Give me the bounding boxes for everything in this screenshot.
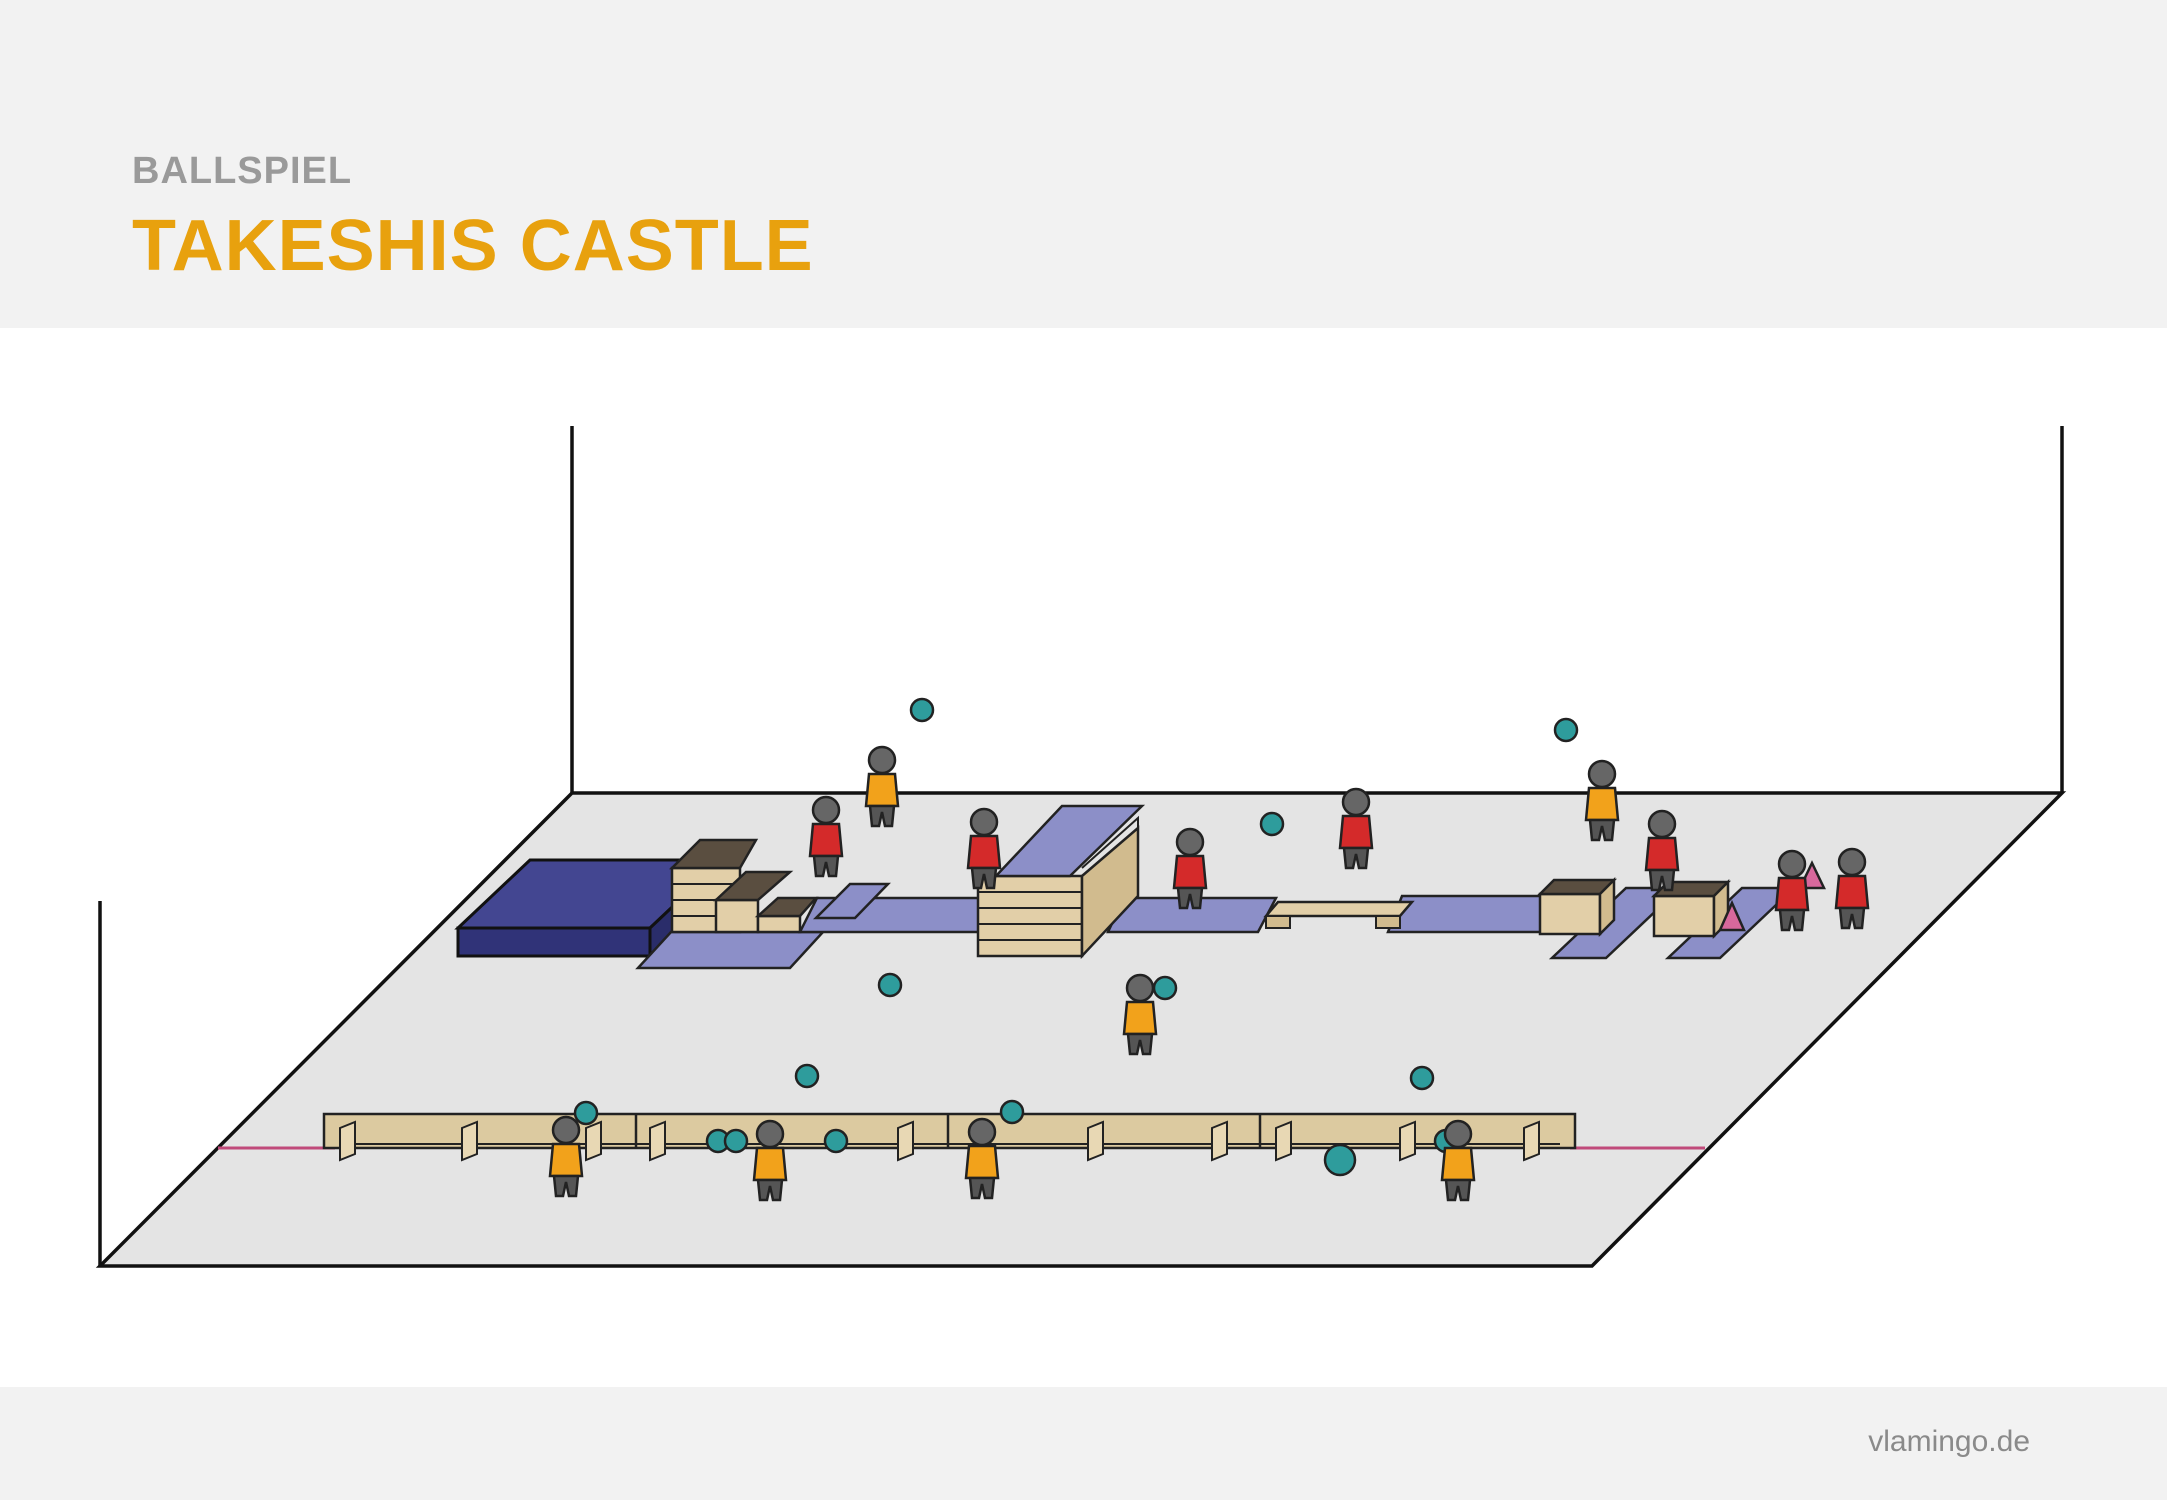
ball-7 [1409,1065,1435,1091]
ball-14 [1323,1143,1357,1177]
ball-5 [1152,975,1178,1001]
cone-1 [1718,899,1746,932]
child-orange-7 [1440,1119,1476,1202]
ball-6 [794,1063,820,1089]
ball-12 [823,1128,849,1154]
child-red-7 [1834,847,1870,930]
mat-1 [635,930,826,970]
brand-link[interactable]: vlamingo.de [1868,1425,2030,1458]
ball-4 [877,972,903,998]
child-red-2 [966,807,1002,890]
box-stack-stairs [668,838,819,934]
child-red-5 [1644,809,1680,892]
ball-1 [909,697,935,723]
child-red-4 [1338,787,1374,870]
child-orange-2 [1584,759,1620,842]
child-orange-3 [1122,973,1158,1056]
child-orange-5 [752,1119,788,1202]
inclined-mat [993,804,1146,878]
child-orange-1 [864,745,900,828]
vaulting-box-center [976,804,1146,960]
big-crash-mat [456,926,652,958]
footer-band: vlamingo.de [0,1387,2167,1500]
child-red-6 [1774,849,1810,932]
header-band: BALLSPIEL TAKESHIS CASTLE [0,0,2167,328]
ball-9 [573,1100,599,1126]
page-title: TAKESHIS CASTLE [132,206,814,286]
ball-3 [1259,811,1285,837]
wooden-frame-floor [1263,900,1415,929]
mat-3 [812,882,891,920]
gym-scene-illustration [95,426,2067,1268]
child-orange-4 [548,1115,584,1198]
bench-row [322,1112,1577,1162]
category-label: BALLSPIEL [132,150,353,192]
ball-11 [723,1128,749,1154]
small-box-1 [1538,878,1616,936]
child-red-3 [1172,827,1208,910]
ball-2 [1553,717,1579,743]
child-red-1 [808,795,844,878]
ball-8 [999,1099,1025,1125]
child-orange-6 [964,1117,1000,1200]
